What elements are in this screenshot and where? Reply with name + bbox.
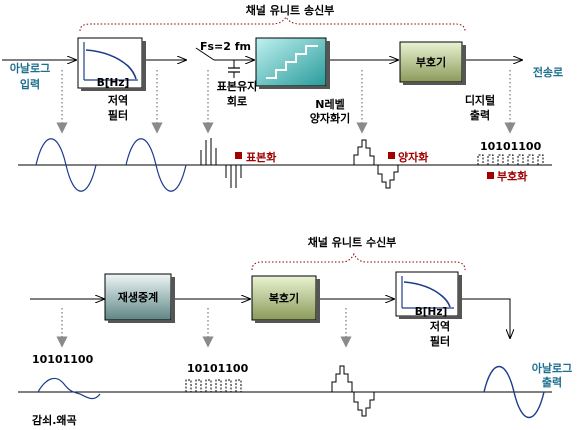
quantizer-label: N레벨	[315, 97, 344, 111]
rx-bits-mid: 10101100	[187, 362, 249, 375]
tx-analog-wave-1	[35, 138, 97, 192]
rx-probe-arrows	[56, 308, 352, 348]
quantizer-label-2: 양자화기	[310, 111, 350, 125]
rx-bits-left: 10101100	[32, 353, 94, 366]
rx-filter-curve	[403, 281, 451, 308]
tx-bits-label: 10101100	[480, 140, 542, 153]
receiver-title: 채널 유니트 수신부	[308, 235, 397, 249]
digital-output-label: 디지털	[465, 93, 495, 107]
decoder-label: 복호기	[269, 291, 299, 305]
rx-filter-caption: B[Hz]	[415, 306, 448, 318]
receiver-section: 채널 유니트 수신부 재생중계 복호기 B[Hz] 저역 필터	[18, 235, 572, 427]
tx-analog-wave-2	[125, 138, 187, 192]
transmitter-brace	[79, 15, 466, 32]
digital-output-label-2: 출력	[470, 108, 490, 122]
analog-input-label: 아날로그	[10, 61, 50, 75]
sampling-rate-label: Fs=2 fm	[200, 40, 251, 53]
attenuation-label: 감쇠.왜곡	[32, 413, 77, 427]
analog-output-label-2: 출력	[542, 375, 562, 389]
sampling-tag: 표본화	[246, 150, 276, 164]
rx-analog-wave	[483, 365, 545, 419]
tx-filter-caption: B[Hz]	[97, 77, 130, 89]
quantizer-staircase	[266, 45, 318, 79]
encode-tag: 부호화	[497, 169, 527, 183]
tx-digital-pulses	[477, 154, 544, 165]
tx-filter-label: 저역	[108, 93, 128, 107]
transmitter-title: 채널 유니트 송신부	[246, 3, 335, 17]
tx-filter-curve	[85, 49, 137, 80]
tx-filter-label-2: 필터	[108, 108, 128, 122]
rx-filter-label: 저역	[430, 319, 450, 333]
rx-output-arrow	[462, 298, 510, 338]
receiver-brace	[251, 252, 466, 271]
tx-quantized-wave	[353, 139, 399, 189]
quantize-tag: 양자화	[398, 150, 428, 164]
rx-decoded-staircase	[331, 365, 375, 417]
transmission-path-label: 전송로	[533, 65, 563, 79]
repeater-label: 재생중계	[118, 290, 158, 304]
sampling-switch	[195, 47, 215, 61]
analog-output-label: 아날로그	[532, 361, 572, 375]
tx-sampled-pulses	[200, 138, 242, 188]
transmitter-section: 채널 유니트 송신부 아날로그 입력 B[Hz] 저역 필터 Fs=2 fm 표…	[2, 3, 563, 192]
rx-attenuated-wave	[37, 377, 101, 400]
hold-circuit-label-2: 회로	[227, 94, 247, 108]
encoder-label: 부호기	[416, 55, 446, 69]
tx-probe-arrows	[56, 70, 516, 134]
rx-filter-label-2: 필터	[430, 334, 450, 348]
rx-digital-pulses	[185, 379, 242, 392]
hold-circuit-label: 표본유지	[217, 79, 257, 93]
analog-input-label-2: 입력	[20, 78, 40, 91]
